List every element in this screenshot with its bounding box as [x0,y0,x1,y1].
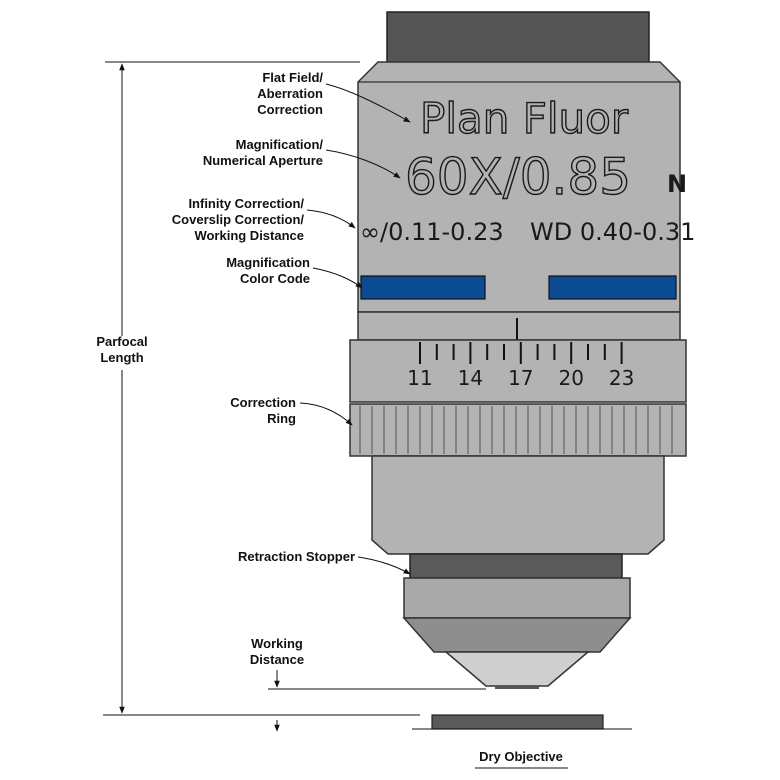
svg-text:Magnification/: Magnification/ [236,137,324,152]
svg-text:Parfocal: Parfocal [96,334,147,349]
label-color-code: Magnification Color Code [226,255,310,286]
objective-spec: 60X/0.85 [405,148,631,206]
color-band-right [548,275,677,300]
objective-lower-barrel [371,455,665,555]
svg-text:Flat Field/: Flat Field/ [262,70,323,85]
label-parfocal: Parfocal Length [96,334,147,365]
svg-text:Numerical Aperture: Numerical Aperture [203,153,323,168]
knurl-lines [359,406,673,454]
label-dry-objective: Dry Objective [475,749,568,769]
ring-label: 11 [407,366,432,390]
svg-text:Length: Length [100,350,143,365]
ring-label: 23 [609,366,634,390]
parfocal-dimension [103,61,420,716]
objective-thread [386,11,650,65]
label-working-distance: Working Distance [250,636,304,667]
svg-text:Distance: Distance [250,652,304,667]
svg-text:Magnification: Magnification [226,255,310,270]
retraction-stopper [409,553,623,579]
specimen-slide [431,714,604,730]
label-flat-field: Flat Field/ Aberration Correction [257,70,323,117]
objective-nose [403,577,631,619]
svg-text:Ring: Ring [267,411,296,426]
ring-labels: 11 14 17 20 23 [407,366,634,390]
svg-text:Aberration: Aberration [257,86,323,101]
svg-text:Correction: Correction [230,395,296,410]
ring-label: 20 [558,366,583,390]
objective-correction: ∞/0.11-0.23 [360,218,504,246]
ring-label: 17 [508,366,533,390]
label-magnification-na: Magnification/ Numerical Aperture [203,137,324,168]
coverslip [495,686,539,689]
svg-text:Working: Working [251,636,303,651]
objective-front-lens [443,651,591,687]
objective-name: Plan Fluor [420,94,629,143]
objective-collar [357,311,681,341]
svg-text:Infinity Correction/: Infinity Correction/ [188,196,304,211]
label-retraction: Retraction Stopper [238,549,355,564]
correction-scale-section [349,339,687,403]
objective-wd: WD 0.40-0.31 [530,218,695,246]
label-correction-ring: Correction Ring [230,395,296,426]
svg-text:Color Code: Color Code [240,271,310,286]
svg-text:Dry Objective: Dry Objective [479,749,563,764]
working-distance-dimension [268,670,632,732]
svg-text:Correction: Correction [257,102,323,117]
svg-text:Retraction Stopper: Retraction Stopper [238,549,355,564]
svg-text:Coverslip Correction/: Coverslip Correction/ [172,212,305,227]
ring-ticks [419,342,623,364]
objective-cone [402,617,632,653]
color-band-left [360,275,486,300]
objective-edge-char: N [667,170,687,198]
svg-text:Working Distance: Working Distance [194,228,304,243]
ring-label: 14 [458,366,483,390]
label-infinity: Infinity Correction/ Coverslip Correctio… [172,196,305,243]
